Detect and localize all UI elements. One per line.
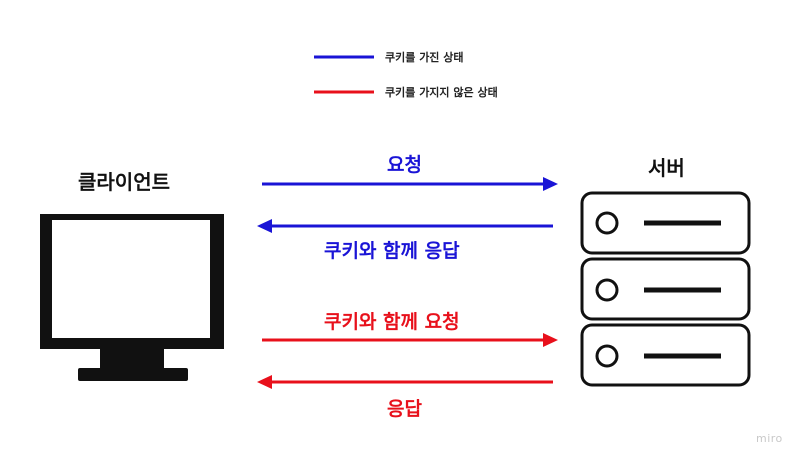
- arrow-label-response: 응답: [387, 398, 422, 420]
- arrow-request-with-cookie-red: [262, 333, 558, 347]
- arrow-label-request: 요청: [387, 154, 422, 176]
- server-title: 서버: [648, 156, 685, 180]
- legend-swatches: [314, 55, 374, 94]
- server-unit-2: [580, 257, 751, 321]
- arrow-label-request-with-cookie: 쿠키와 함께 요청: [324, 311, 460, 333]
- miro-watermark: miro: [756, 432, 783, 445]
- arrow-label-response-with-cookie: 쿠키와 함께 응답: [324, 240, 460, 262]
- arrow-response-with-cookie-blue: [257, 219, 553, 233]
- server-unit-1: [580, 191, 751, 255]
- legend-label-with-cookie: 쿠키를 가진 상태: [385, 51, 464, 64]
- monitor-icon: [40, 214, 224, 381]
- legend-label-without-cookie: 쿠키를 가지지 않은 상태: [385, 86, 498, 99]
- client-title: 클라이언트: [78, 170, 170, 194]
- server-rack-icon: [580, 191, 751, 387]
- server-unit-3: [580, 323, 751, 387]
- arrow-response-red: [257, 375, 553, 389]
- arrow-request-blue: [262, 177, 558, 191]
